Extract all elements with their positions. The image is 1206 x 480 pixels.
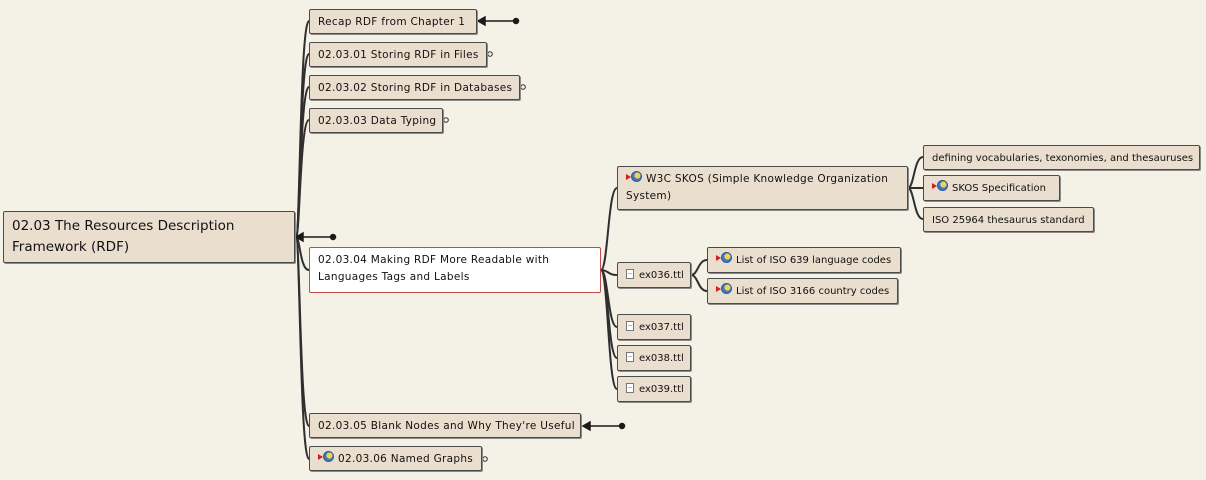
root-topic[interactable]: 02.03 The Resources Description Framewor… [3,211,295,263]
topic-blank-nodes[interactable]: 02.03.05 Blank Nodes and Why They're Use… [309,413,581,438]
ex036-child-iso-639[interactable]: List of ISO 639 language codes [707,247,901,273]
subtopic-w3c-skos[interactable]: W3C SKOS (Simple Knowledge Organization … [617,166,908,210]
subtopic-label: ex039.ttl [639,384,684,395]
topic-label: Recap RDF from Chapter 1 [318,16,466,28]
subtopic-ex039[interactable]: ex039.ttl [617,376,691,402]
file-attachment-icon [626,321,634,331]
topic-readable-rdf[interactable]: 02.03.04 Making RDF More Readable with L… [309,247,601,293]
subtopic-label: ISO 25964 thesaurus standard [932,215,1085,226]
hyperlink-globe-icon[interactable] [318,451,336,465]
file-attachment-icon [626,352,634,362]
topic-label: 02.03.06 Named Graphs [338,453,474,465]
topic-storing-rdf-files[interactable]: 02.03.01 Storing RDF in Files [309,42,487,67]
ex036-child-iso-3166[interactable]: List of ISO 3166 country codes [707,278,898,304]
subtopic-label: SKOS Specification [952,183,1046,194]
file-attachment-icon [626,383,634,393]
topic-label: 02.03.04 Making RDF More Readable with L… [318,254,550,283]
topic-label: 02.03.01 Storing RDF in Files [318,49,479,61]
subtopic-label: defining vocabularies, texonomies, and t… [932,153,1194,164]
subtopic-label: ex038.ttl [639,353,684,364]
subtopic-ex038[interactable]: ex038.ttl [617,345,691,371]
root-topic-label: 02.03 The Resources Description Framewor… [12,218,235,255]
skos-child-iso-25964[interactable]: ISO 25964 thesaurus standard [923,207,1094,232]
subtopic-label: List of ISO 639 language codes [736,255,892,266]
skos-child-skos-specification[interactable]: SKOS Specification [923,175,1060,201]
hyperlink-globe-icon[interactable] [626,171,644,185]
file-attachment-icon [626,269,634,279]
hyperlink-globe-icon[interactable] [932,180,950,194]
subtopic-ex037[interactable]: ex037.ttl [617,314,691,340]
hyperlink-globe-icon[interactable] [716,283,734,297]
subtopic-ex036[interactable]: ex036.ttl [617,262,691,288]
skos-child-defining-vocabularies[interactable]: defining vocabularies, texonomies, and t… [923,145,1200,170]
topic-storing-rdf-databases[interactable]: 02.03.02 Storing RDF in Databases [309,75,520,100]
topic-named-graphs[interactable]: 02.03.06 Named Graphs [309,446,482,471]
subtopic-label: ex037.ttl [639,322,684,333]
topic-label: 02.03.03 Data Typing [318,115,437,127]
subtopic-label: ex036.ttl [639,270,684,281]
topic-recap-rdf[interactable]: Recap RDF from Chapter 1 [309,9,477,34]
topic-label: 02.03.05 Blank Nodes and Why They're Use… [318,420,575,432]
subtopic-label: W3C SKOS (Simple Knowledge Organization … [626,173,889,202]
topic-data-typing[interactable]: 02.03.03 Data Typing [309,108,443,133]
topic-label: 02.03.02 Storing RDF in Databases [318,82,513,94]
hyperlink-globe-icon[interactable] [716,252,734,266]
subtopic-label: List of ISO 3166 country codes [736,286,890,297]
